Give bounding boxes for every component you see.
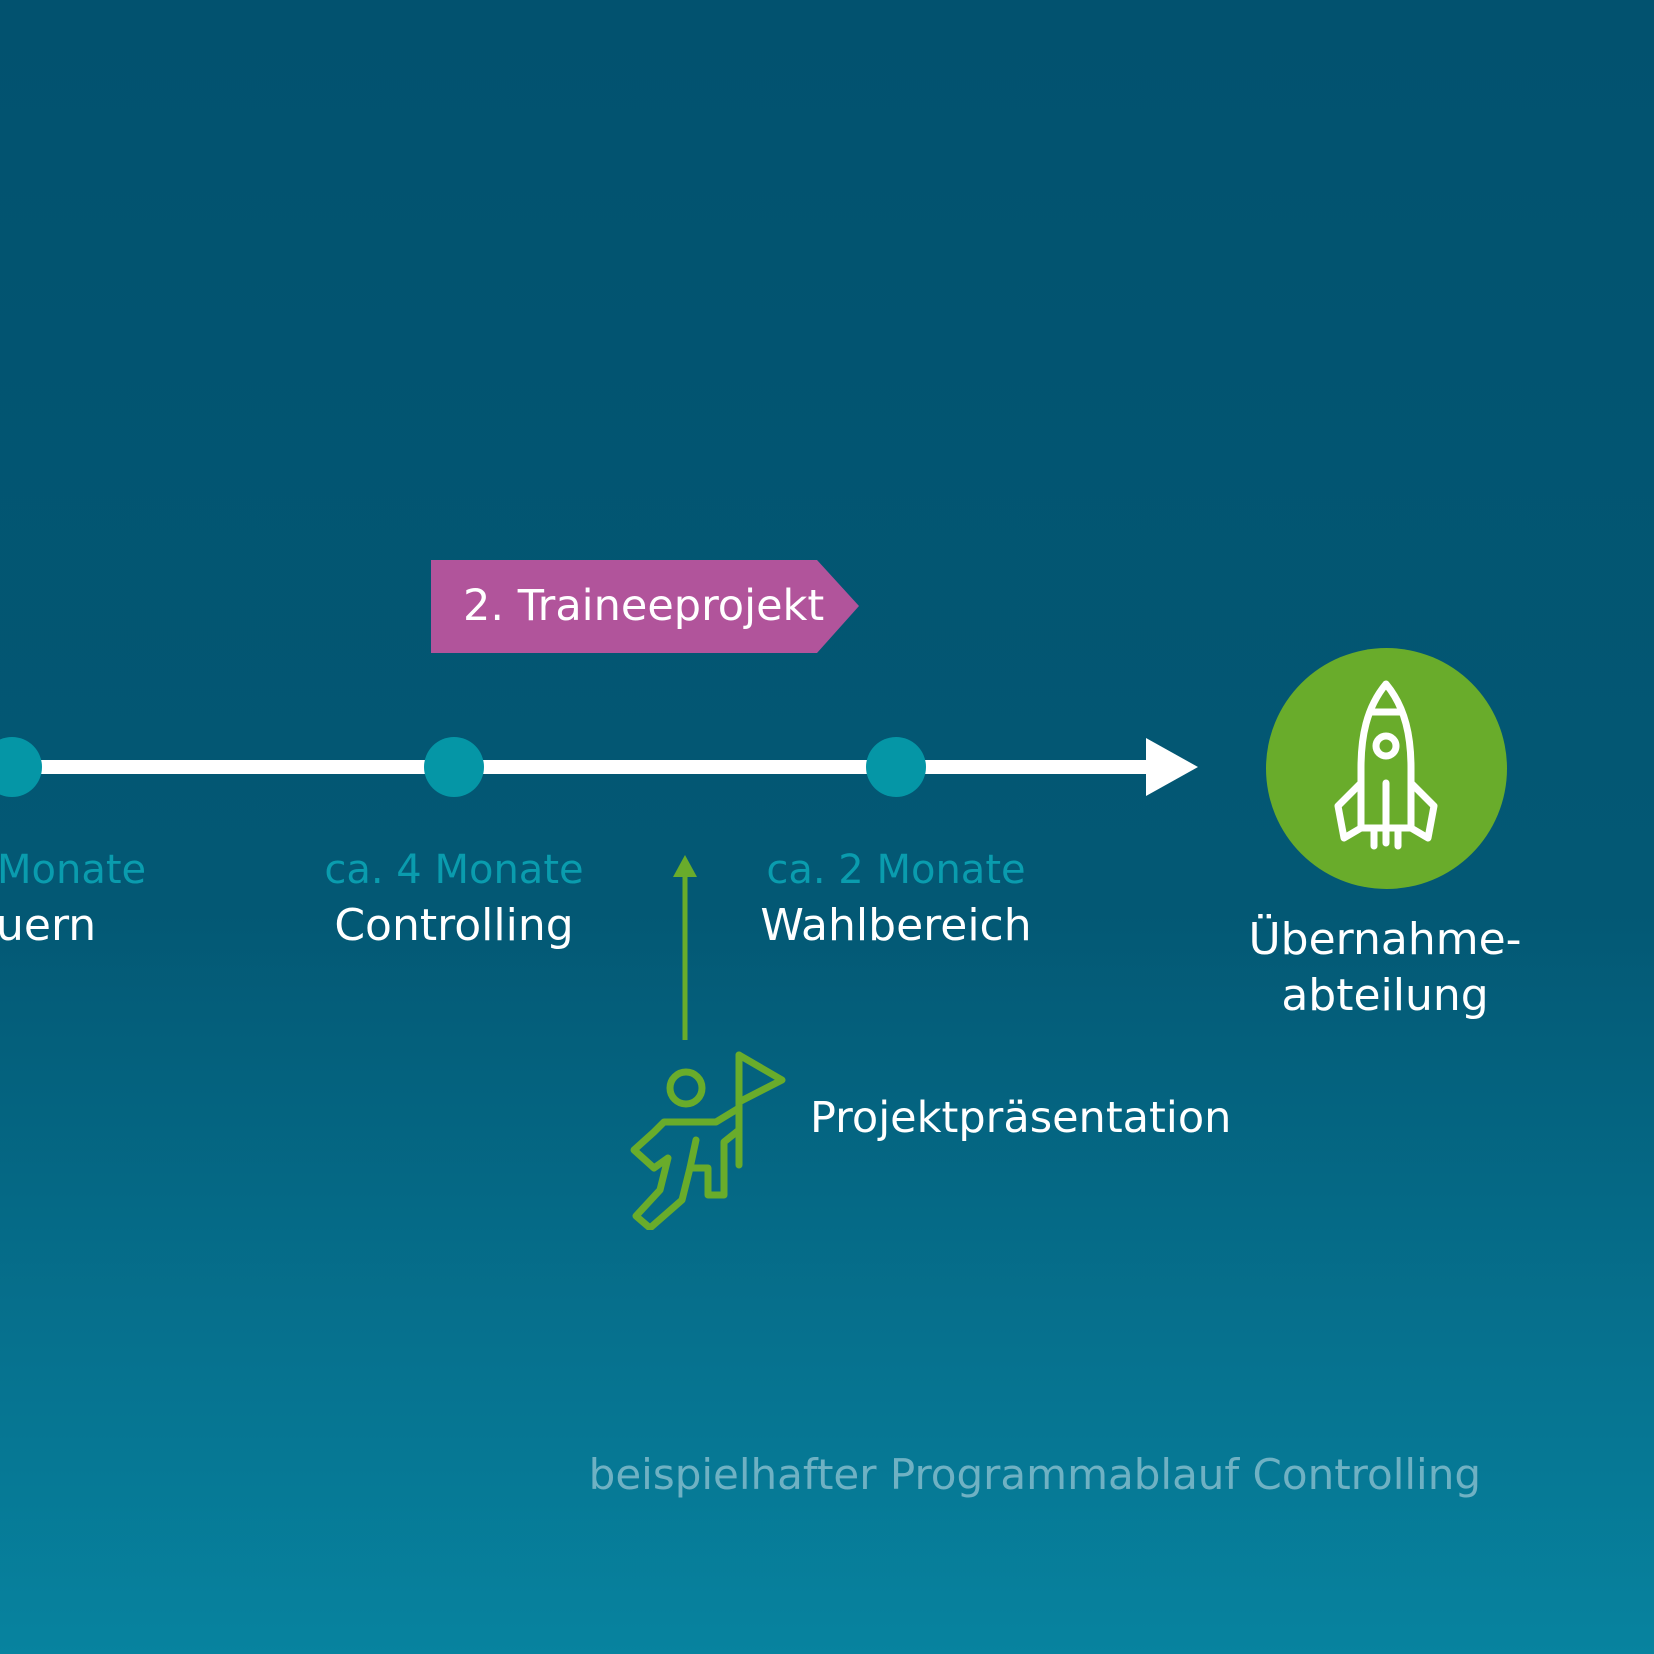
diagram-caption: beispielhafter Programmablauf Controllin…: [588, 1450, 1481, 1499]
person-with-flag-icon: [630, 1051, 786, 1230]
destination-label-line: Übernahme-: [1248, 914, 1522, 965]
milestone-arrow-up-icon: [673, 855, 697, 1040]
project-banner: 2. Traineeprojekt: [431, 560, 859, 653]
timeline-line: [0, 760, 1150, 774]
timeline-dot: [424, 737, 484, 797]
station-phase: Controlling: [334, 900, 574, 951]
project-banner-label: 2. Traineeprojekt: [463, 581, 825, 631]
destination-badge: [1266, 648, 1507, 889]
rocket-icon: [1334, 680, 1438, 850]
station-duration: Monate: [0, 847, 147, 893]
timeline-dot: [0, 737, 42, 797]
station-phase: Wahlbereich: [760, 900, 1032, 951]
station-duration: ca. 2 Monate: [766, 847, 1026, 893]
destination-label: Übernahme- abteilung: [1225, 912, 1545, 1024]
station-phase: uern: [0, 900, 97, 951]
station-duration: ca. 4 Monate: [324, 847, 584, 893]
milestone-label: Projektpräsentation: [810, 1093, 1232, 1143]
destination-label-line: abteilung: [1281, 970, 1489, 1021]
timeline-arrow-head: [1146, 738, 1198, 796]
timeline-dot: [866, 737, 926, 797]
